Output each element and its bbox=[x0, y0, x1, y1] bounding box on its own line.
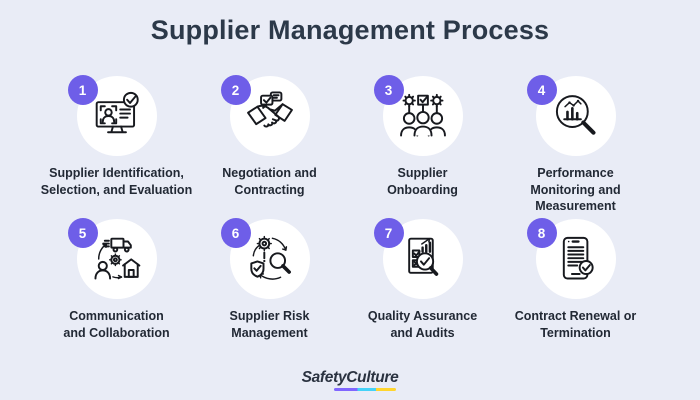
risk-analysis-icon bbox=[249, 235, 291, 280]
magnifier-chart-icon bbox=[555, 95, 595, 135]
step-2-circle: 2 bbox=[220, 75, 310, 156]
step-6-label: Supplier Risk Management bbox=[229, 309, 310, 340]
step-8: 8 Contract Renew bbox=[499, 218, 652, 341]
step-3: 3 bbox=[346, 75, 499, 219]
step-1: 1 bbox=[40, 75, 193, 219]
step-7-number-badge: 7 bbox=[373, 218, 404, 248]
step-6-number-badge: 6 bbox=[220, 218, 251, 248]
step-5: 5 bbox=[40, 218, 193, 341]
step-7-circle: 7 bbox=[373, 218, 463, 299]
step-8-number-badge: 8 bbox=[526, 218, 557, 248]
steps-grid: 1 bbox=[40, 75, 652, 341]
monitor-profile-check-icon bbox=[95, 91, 139, 134]
contract-check-icon bbox=[562, 236, 594, 280]
safetyculture-logo-text: SafetyCulture bbox=[301, 369, 399, 386]
handshake-chat-icon bbox=[246, 91, 293, 128]
step-4: 4 bbox=[499, 75, 652, 219]
step-1-number-badge: 1 bbox=[67, 75, 98, 105]
step-4-number-badge: 4 bbox=[526, 75, 557, 105]
step-5-number-badge: 5 bbox=[67, 218, 98, 248]
step-6: 6 bbox=[193, 218, 346, 341]
step-2: 2 bbox=[193, 75, 346, 219]
step-1-label: Supplier Identification, Selection, and … bbox=[40, 166, 193, 197]
step-1-circle: 1 bbox=[67, 75, 157, 156]
step-3-number-badge: 3 bbox=[373, 75, 404, 105]
step-2-label: Negotiation and Contracting bbox=[222, 166, 317, 197]
logo-gradient-underline bbox=[334, 388, 397, 391]
step-7-label: Quality Assurance and Audits bbox=[367, 309, 478, 340]
step-7: 7 bbox=[346, 218, 499, 341]
team-gears-checkbox-icon bbox=[399, 93, 446, 137]
step-8-circle: 8 bbox=[526, 218, 616, 299]
step-3-circle: 3 bbox=[373, 75, 463, 156]
audit-checklist-icon bbox=[407, 237, 438, 276]
step-2-number-badge: 2 bbox=[220, 75, 251, 105]
page-title: Supplier Management Process bbox=[150, 15, 550, 45]
footer: SafetyCulture bbox=[0, 369, 700, 391]
step-3-label: Supplier Onboarding bbox=[387, 166, 458, 197]
step-6-circle: 6 bbox=[220, 218, 310, 299]
step-5-circle: 5 bbox=[67, 218, 157, 299]
step-8-label: Contract Renewal or Termination bbox=[514, 309, 637, 340]
step-4-label: Performance Monitoring and Measurement bbox=[530, 166, 621, 213]
safetyculture-logo: SafetyCulture bbox=[301, 369, 399, 391]
supply-cycle-icon bbox=[93, 237, 140, 280]
step-5-label: Communication and Collaboration bbox=[63, 309, 170, 340]
step-4-circle: 4 bbox=[526, 75, 616, 156]
